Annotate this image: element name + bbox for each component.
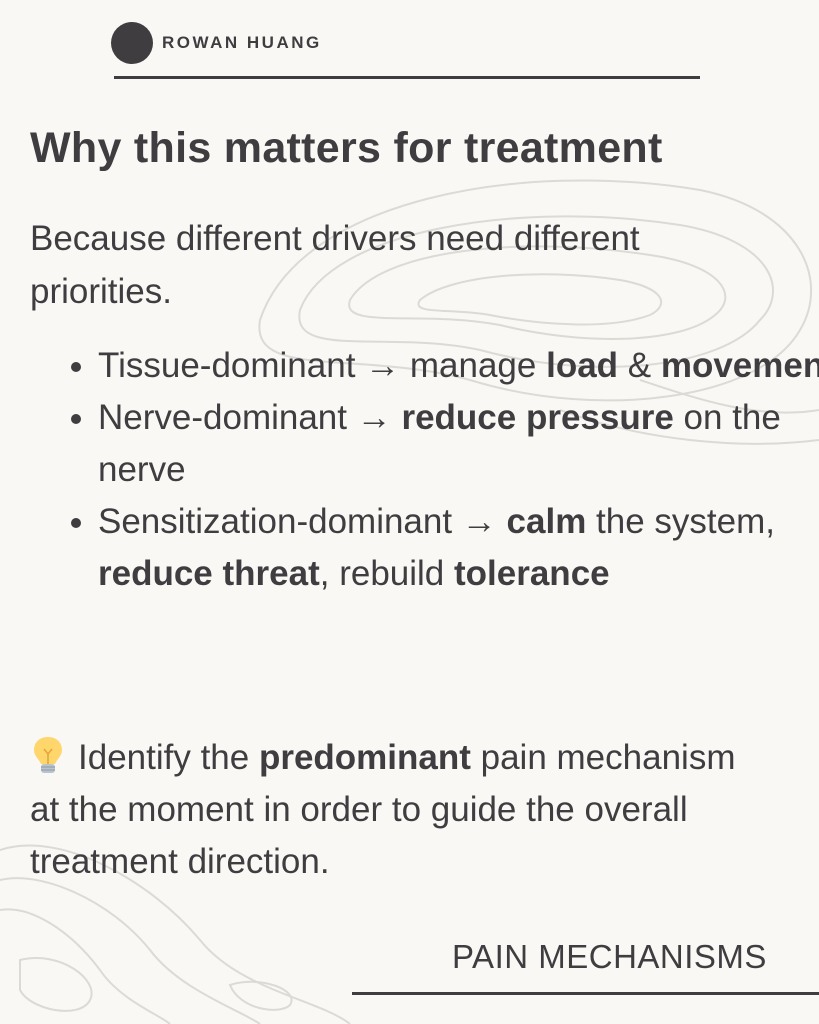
footer-label: PAIN MECHANISMS — [452, 938, 767, 975]
bullet-item: Sensitization-dominant → calm the system… — [98, 496, 819, 600]
emphasis-text: load — [546, 346, 619, 385]
text-segment: Sensitization-dominant → — [98, 502, 507, 541]
closing-text: Identify the predominant pain mechanism … — [30, 732, 770, 888]
text-segment: pain mechanism at the moment in order to… — [30, 738, 736, 881]
emphasis-text: tolerance — [454, 554, 610, 593]
header-divider — [114, 76, 700, 79]
footer-divider — [352, 992, 819, 995]
text-segment: Nerve-dominant → — [98, 398, 402, 437]
author-name: ROWAN HUANG — [162, 33, 322, 52]
bullet-item: Nerve-dominant → reduce pressure on the … — [98, 392, 819, 496]
lightbulb-icon — [34, 737, 62, 773]
intro-text: Because different drivers need different… — [30, 219, 640, 311]
text-segment: on the nerve — [98, 398, 781, 489]
emphasis-text: calm — [506, 502, 587, 541]
text-segment: & — [618, 346, 661, 385]
text-segment: , rebuild — [319, 554, 454, 593]
avatar — [111, 22, 153, 64]
bullet-item: Tissue-dominant → manage load & movement — [98, 340, 819, 392]
emphasis-text: movement — [660, 346, 819, 385]
bullet-list: Tissue-dominant → manage load & movement… — [60, 340, 819, 600]
emphasis-text: predominant — [258, 738, 471, 777]
text-segment: Identify the — [78, 738, 259, 777]
closing-text-content: Identify the predominant pain mechanism … — [30, 738, 735, 881]
text-segment: the system, — [586, 502, 775, 541]
text-segment: Tissue-dominant → manage — [98, 346, 547, 385]
emphasis-text: reduce threat — [98, 554, 320, 593]
emphasis-text: reduce pressure — [401, 398, 674, 437]
page-title: Why this matters for treatment — [30, 124, 663, 172]
